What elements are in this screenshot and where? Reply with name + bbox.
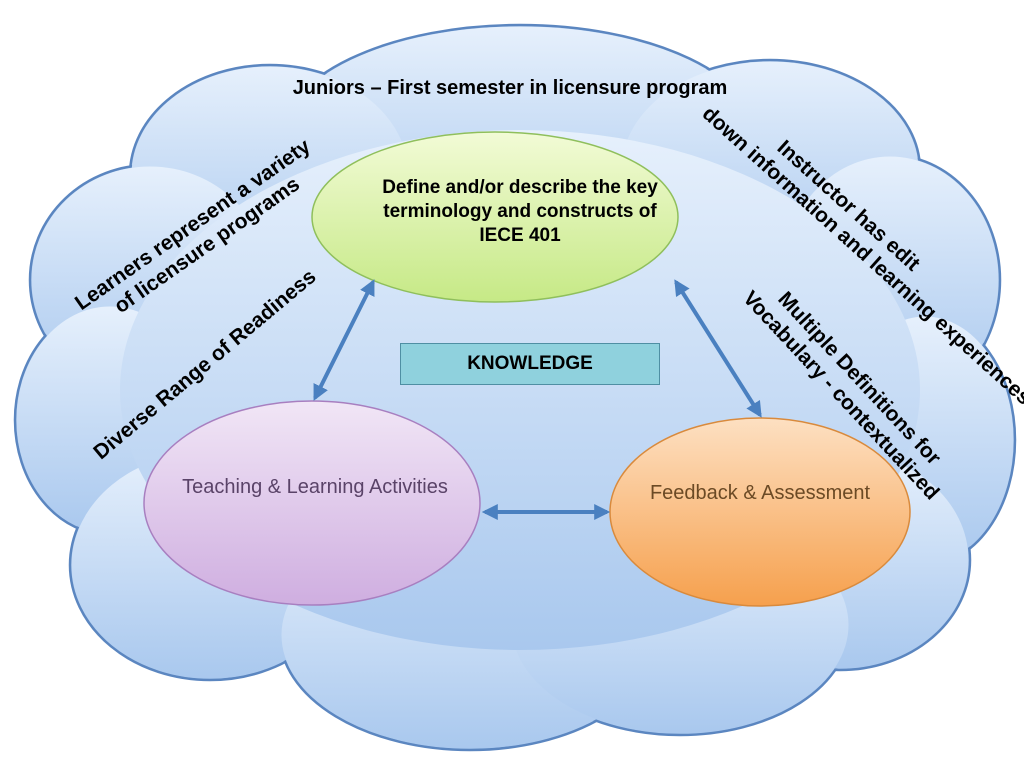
double-arrow [674,279,762,418]
left-node-label: Teaching & Learning Activities [182,476,448,498]
right-node-label: Feedback & Assessment [649,482,871,504]
knowledge-label: KNOWLEDGE [400,343,660,385]
top-caption: Juniors – First semester in licensure pr… [292,77,728,99]
center-node [311,131,679,303]
right-node [609,417,911,607]
center-node-label: Define and/or describe the key terminolo… [382,177,658,246]
double-arrow [313,279,375,401]
left-node [143,400,481,606]
